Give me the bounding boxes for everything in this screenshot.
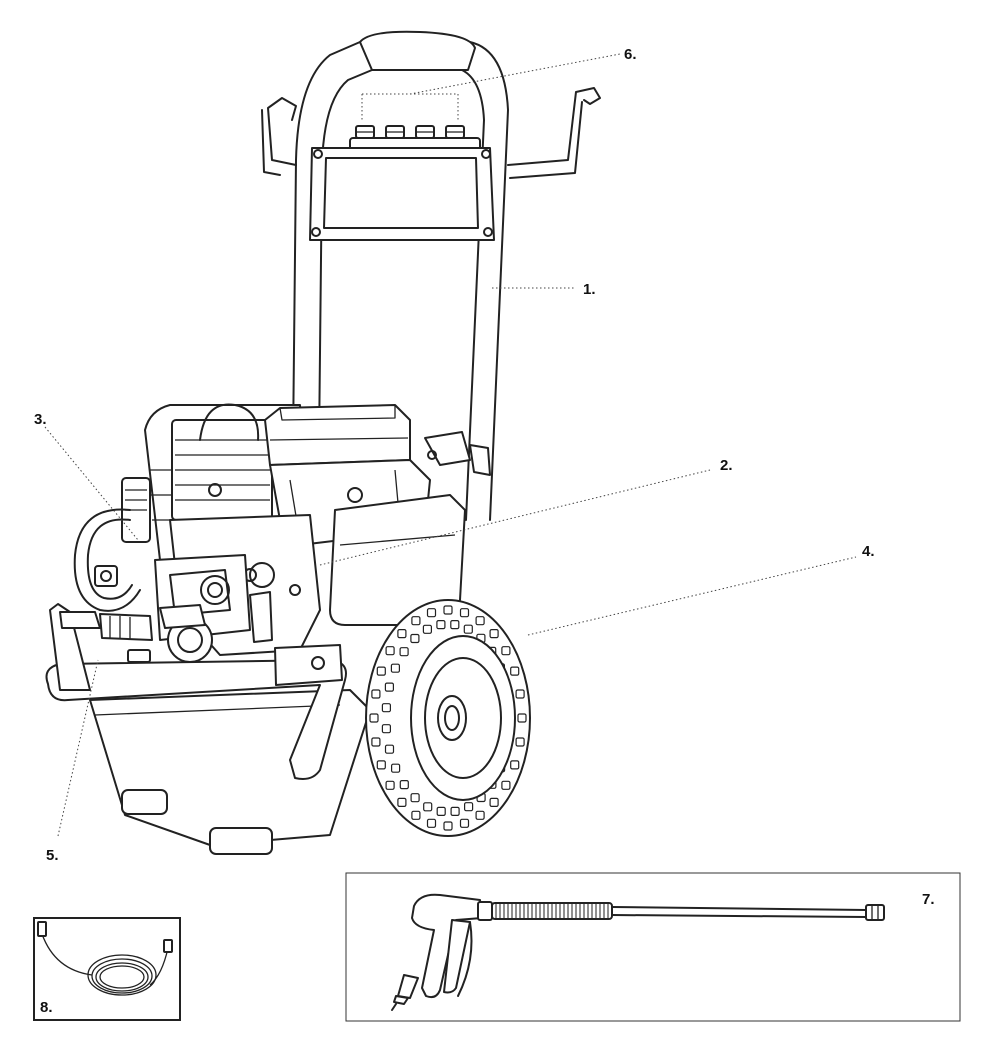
tread-knob (501, 780, 511, 790)
hose-panel: 8. (33, 917, 181, 1021)
tread-knob (397, 797, 407, 808)
nozzle-tip-4 (445, 125, 465, 139)
label-panel (309, 147, 495, 241)
tread-knob (371, 689, 381, 699)
tread-knob (426, 818, 437, 828)
tread-knob (459, 818, 470, 828)
tread-knob (410, 633, 420, 644)
callout-5-label: 5. (46, 847, 59, 864)
tread-knob (450, 619, 460, 630)
callout-8-label: 8. (40, 999, 53, 1016)
tread-knob (369, 713, 379, 723)
nozzle-tip-2 (385, 125, 405, 139)
tread-knob (411, 616, 421, 626)
tread-knob (517, 713, 527, 723)
tread-knob (489, 628, 499, 639)
tread-knob (426, 608, 437, 618)
callout-1-label: 1. (583, 281, 596, 298)
tread-knob (381, 724, 391, 734)
tread-knob (510, 666, 520, 676)
tread-knob (464, 802, 474, 812)
tread-knob (443, 821, 453, 831)
tread-knob (501, 646, 511, 656)
tread-knob (376, 760, 386, 770)
cylinder-fins (171, 419, 273, 521)
tread-knob (443, 605, 453, 615)
tread-knob (450, 806, 460, 817)
pump (121, 477, 251, 663)
tread-knob (411, 810, 421, 820)
tread-knob (475, 616, 485, 626)
rubber-foot-right (209, 827, 273, 855)
tread-knob (436, 806, 446, 817)
tread-knob (384, 744, 395, 754)
rubber-foot-left (121, 789, 168, 815)
tread-knob (385, 646, 395, 656)
frame-handle (261, 30, 601, 541)
tread-knob (515, 737, 525, 747)
tread-knob (410, 793, 420, 803)
tread-knob (381, 703, 391, 713)
high-pressure-hose (37, 921, 173, 996)
tread-knob (422, 624, 432, 634)
nozzle-tip-1 (355, 125, 375, 139)
tread-knob (436, 619, 446, 630)
tread-knob (390, 663, 400, 673)
callout-3-label: 3. (34, 411, 47, 428)
base-tray (45, 603, 371, 855)
tread-knob (515, 689, 525, 699)
callout-2-label: 2. (720, 457, 733, 474)
callout-7-label: 7. (922, 891, 935, 908)
tread-knob (371, 737, 381, 747)
spray-gun-panel: 7. (345, 872, 961, 1022)
callout-leaders (44, 53, 857, 837)
tread-knob (391, 763, 401, 773)
tread-knob (489, 797, 499, 808)
tread-knob (423, 802, 433, 812)
tread-knob (385, 780, 395, 790)
tread-knob (463, 624, 473, 634)
tread-knob (397, 628, 407, 639)
water-inlet-connector (59, 611, 153, 663)
tread-knob (399, 647, 409, 657)
callout-6-label: 6. (624, 46, 637, 63)
air-filter-box (264, 404, 411, 466)
detergent-hose (73, 508, 141, 612)
nozzle-tip-3 (415, 125, 435, 139)
callout-4-label: 4. (862, 543, 875, 560)
tread-knob (384, 682, 394, 692)
tread-knob (459, 608, 470, 618)
tread-knob (475, 810, 485, 820)
wheel (365, 599, 531, 837)
tread-knob (510, 760, 520, 770)
tread-knob (399, 779, 409, 790)
spray-gun (391, 893, 885, 1011)
tread-knob (376, 666, 386, 676)
